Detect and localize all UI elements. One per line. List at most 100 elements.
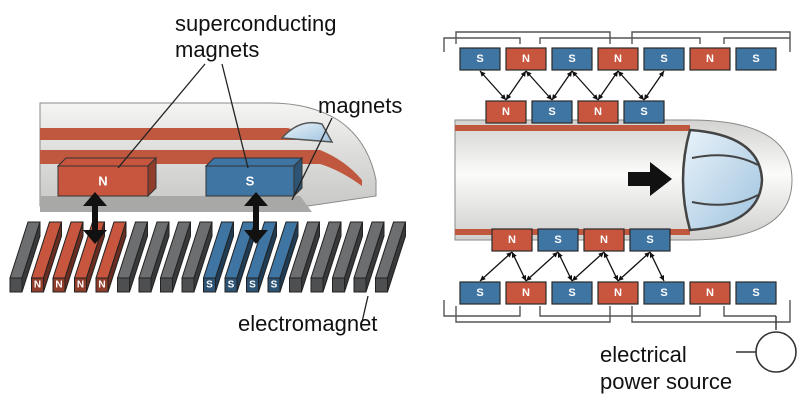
magnet-label: S xyxy=(660,53,667,65)
bottom-train-row-magnet-s: S xyxy=(537,228,579,252)
bottom-train-row-magnet-s: S xyxy=(629,228,671,252)
top-train-row-magnet-n: N xyxy=(485,100,527,124)
train-magnet-s: S xyxy=(204,156,304,198)
train-stripe-top xyxy=(40,128,306,140)
bottom-train-row-magnet-n: N xyxy=(583,228,625,252)
coil-wiring-top xyxy=(443,31,791,52)
magnet-label: N xyxy=(706,53,714,65)
magnet-label: N xyxy=(508,234,516,246)
force-arrow xyxy=(479,70,507,101)
magnet-label: N xyxy=(600,234,608,246)
track-magnet-label: S xyxy=(271,280,278,291)
magnet-label: S xyxy=(752,287,759,299)
force-arrow xyxy=(571,70,599,101)
bottom-outer-row-magnet-n: N xyxy=(505,281,547,305)
magnet-label: N xyxy=(522,53,530,65)
magnet-label: S xyxy=(548,106,555,118)
leader-lines-left xyxy=(117,63,369,323)
track-electromagnet-s: S xyxy=(245,221,278,293)
top-outer-row-magnet-s: S xyxy=(551,47,593,71)
force-arrow xyxy=(617,251,651,282)
track-electromagnet-n: N xyxy=(95,221,127,293)
track-magnet-label: N xyxy=(77,280,84,291)
bottom-outer-row-magnet-s: S xyxy=(735,281,777,305)
magnet-label: N xyxy=(502,106,510,118)
track-electromagnet-s: S xyxy=(224,221,256,293)
train-cockpit xyxy=(681,128,764,232)
track-bar xyxy=(9,221,41,293)
label-electromagnet: electromagnet xyxy=(238,311,378,336)
track-bar xyxy=(288,221,321,293)
magnet-label: S xyxy=(568,53,575,65)
force-arrow xyxy=(557,251,573,282)
magnet-label: S xyxy=(554,234,561,246)
force-arrow xyxy=(597,70,619,101)
magnet-label: N xyxy=(614,287,622,299)
track-magnet-label: S xyxy=(206,280,213,291)
magnet-label: S xyxy=(660,287,667,299)
label-superconducting: superconducting xyxy=(175,11,337,36)
train-top-view xyxy=(454,119,793,241)
track-bar xyxy=(353,221,385,293)
label-superconducting-magnets: magnets xyxy=(175,37,260,62)
force-arrow xyxy=(571,251,605,282)
attraction-arrow-north xyxy=(83,192,107,244)
force-arrow xyxy=(649,251,665,282)
magnet-label: S xyxy=(476,287,483,299)
track-electromagnet-s: S xyxy=(202,221,235,293)
bottom-outer-row-magnet-n: N xyxy=(689,281,731,305)
track-electromagnet-s: S xyxy=(267,221,299,293)
magnet-label: N xyxy=(614,53,622,65)
magnet-label: N xyxy=(706,287,714,299)
bottom-outer-row-magnet-s: S xyxy=(643,281,685,305)
track-magnet-label: N xyxy=(55,280,62,291)
force-arrow xyxy=(617,70,645,101)
force-arrow xyxy=(511,251,527,282)
magnet-label: N xyxy=(522,287,530,299)
left-view: N S N N N N S S S S xyxy=(9,63,407,323)
track-magnet-label: S xyxy=(228,280,235,291)
label-power-source: power source xyxy=(600,369,733,394)
track-bar xyxy=(181,221,213,293)
top-outer-row-magnet-s: S xyxy=(459,47,501,71)
right-view: S N S N S N S N S N S N S N S S N S N S N S xyxy=(443,31,797,373)
bottom-outer-row-magnet-s: S xyxy=(551,281,593,305)
train-magnet-n: N xyxy=(56,156,158,198)
track-bar xyxy=(310,221,342,293)
interaction-arrows xyxy=(479,70,665,282)
track-bar xyxy=(116,221,149,293)
magnet-label: N xyxy=(594,106,602,118)
bottom-outer-row-magnet-s: S xyxy=(459,281,501,305)
track-bar xyxy=(331,221,364,293)
label-electrical: electrical xyxy=(600,342,687,367)
coil-wiring-bottom xyxy=(443,300,791,323)
top-outer-row-magnet-n: N xyxy=(689,47,731,71)
track-magnet-label: N xyxy=(98,280,105,291)
train-windshield xyxy=(280,121,334,143)
top-train-row-magnet-s: S xyxy=(623,100,665,124)
force-arrow xyxy=(525,70,553,101)
track-magnet-label: N xyxy=(34,280,41,291)
magnet-label: S xyxy=(752,53,759,65)
magnet-label: S xyxy=(476,53,483,65)
top-outer-row-magnet-n: N xyxy=(505,47,547,71)
magnet-label: S xyxy=(640,106,647,118)
label-magnets: magnets xyxy=(318,93,403,118)
bottom-train-row-magnet-n: N xyxy=(491,228,533,252)
force-arrow xyxy=(551,70,573,101)
force-arrow xyxy=(603,251,619,282)
attraction-arrow-south xyxy=(244,192,268,244)
bottom-outer-row-magnet-n: N xyxy=(597,281,639,305)
power-source-icon xyxy=(755,331,797,373)
train-skirt xyxy=(40,196,312,212)
top-outer-row-magnet-n: N xyxy=(597,47,639,71)
force-arrow xyxy=(479,251,513,282)
train-magnet-label: N xyxy=(98,174,107,189)
track-magnet-label: S xyxy=(249,280,256,291)
track-electromagnet-n: N xyxy=(30,221,63,293)
track-electromagnet-n: N xyxy=(52,221,84,293)
force-arrow xyxy=(525,251,559,282)
